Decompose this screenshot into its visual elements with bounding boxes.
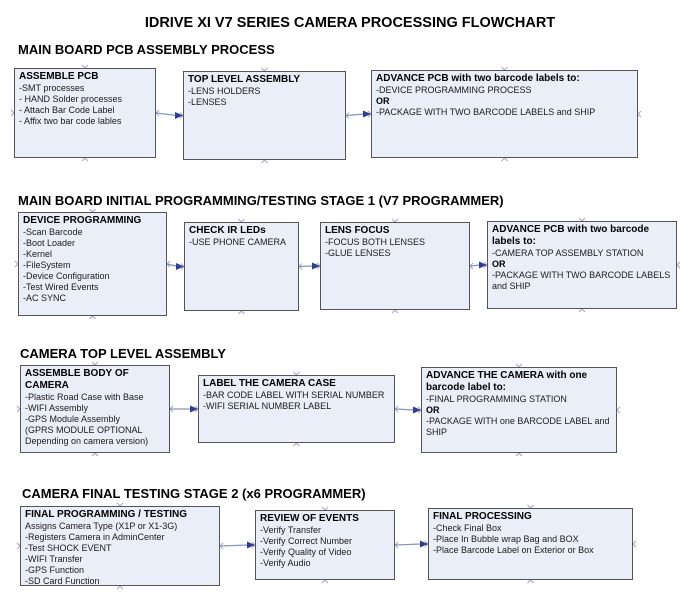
box-title-final-programming-testing: FINAL PROGRAMMING / TESTING bbox=[25, 509, 188, 520]
box-line: -Verify Transfer bbox=[260, 525, 322, 535]
box-line: -Place Barcode Label on Exterior or Box bbox=[433, 545, 594, 555]
box-title-assemble-pcb: ASSEMBLE PCB bbox=[19, 71, 99, 82]
box-line: -PACKAGE WITH one BARCODE LABEL and SHIP bbox=[426, 416, 610, 437]
flow-box-check-ir-leds: CHECK IR LEDs-USE PHONE CAMERA bbox=[184, 222, 299, 311]
box-line: -LENS HOLDERS bbox=[188, 86, 261, 96]
box-title-review-of-events: REVIEW OF EVENTS bbox=[260, 513, 359, 524]
box-line: -GPS Module Assembly bbox=[25, 414, 121, 424]
flow-box-final-processing: FINAL PROCESSING-Check Final Box-Place I… bbox=[428, 508, 633, 580]
box-title-lens-focus: LENS FOCUS bbox=[325, 225, 390, 236]
section-header-3: CAMERA TOP LEVEL ASSEMBLY bbox=[20, 346, 226, 361]
box-line: -Test Wired Events bbox=[23, 282, 99, 292]
flowchart-title: IDRIVE XI V7 SERIES CAMERA PROCESSING FL… bbox=[144, 15, 556, 31]
flow-box-review-of-events: REVIEW OF EVENTS-Verify Transfer-Verify … bbox=[255, 510, 395, 580]
flow-box-advance-pcb-stage1: ADVANCE PCB with two barcode labels to:-… bbox=[487, 221, 677, 309]
connector-arrow bbox=[394, 406, 421, 414]
box-line: -Scan Barcode bbox=[23, 227, 83, 237]
connector-arrow bbox=[394, 540, 428, 548]
box-line: - Affix two bar code lables bbox=[19, 116, 122, 126]
box-line: -Plastic Road Case with Base bbox=[25, 392, 144, 402]
box-line: -FINAL PROGRAMMING STATION bbox=[426, 394, 567, 404]
box-line: -GLUE LENSES bbox=[325, 248, 391, 258]
flow-box-lens-focus: LENS FOCUS-FOCUS BOTH LENSES-GLUE LENSES bbox=[320, 222, 470, 310]
box-line: -LENSES bbox=[188, 97, 227, 107]
box-line: -Verify Audio bbox=[260, 558, 311, 568]
box-line: -Check Final Box bbox=[433, 523, 502, 533]
box-title-top-level-assembly: TOP LEVEL ASSEMBLY bbox=[188, 74, 301, 85]
box-line: -CAMERA TOP ASSEMBLY STATION bbox=[492, 248, 644, 258]
flow-box-assemble-pcb: ASSEMBLE PCB-SMT processes- HAND Solder … bbox=[14, 68, 156, 158]
flow-box-advance-camera-one-label: ADVANCE THE CAMERA with one barcode labe… bbox=[421, 367, 617, 453]
connector-arrow bbox=[469, 261, 487, 269]
box-line: - Attach Bar Code Label bbox=[19, 105, 115, 115]
box-line: - HAND Solder processes bbox=[19, 94, 123, 104]
box-line: -DEVICE PROGRAMMING PROCESS bbox=[376, 85, 532, 95]
box-title-advance-pcb-two-labels: ADVANCE PCB with two barcode labels to: bbox=[376, 73, 580, 84]
section-header-2: MAIN BOARD INITIAL PROGRAMMING/TESTING S… bbox=[18, 193, 504, 208]
box-line: -Verify Quality of Video bbox=[260, 547, 352, 557]
box-line: (GPRS MODULE OPTIONAL Depending on camer… bbox=[25, 425, 149, 446]
section-header-4: CAMERA FINAL TESTING STAGE 2 (x6 PROGRAM… bbox=[22, 486, 366, 501]
box-line: -SD Card Function bbox=[25, 576, 100, 586]
box-line: Assigns Camera Type (X1P or X1-3G) bbox=[25, 521, 178, 531]
box-line: -WIFI Assembly bbox=[25, 403, 89, 413]
flow-box-label-camera-case: LABEL THE CAMERA CASE-BAR CODE LABEL WIT… bbox=[198, 375, 395, 443]
box-line: -AC SYNC bbox=[23, 293, 67, 303]
box-line: -SMT processes bbox=[19, 83, 85, 93]
box-line: OR bbox=[492, 259, 506, 269]
box-title-check-ir-leds: CHECK IR LEDs bbox=[189, 225, 266, 236]
box-title-advance-camera-one-label: ADVANCE THE CAMERA with one barcode labe… bbox=[426, 370, 588, 393]
box-line: -PACKAGE WITH TWO BARCODE LABELS and SHI… bbox=[492, 270, 671, 291]
box-line: OR bbox=[376, 96, 390, 106]
box-line: -WIFI SERIAL NUMBER LABEL bbox=[203, 401, 332, 411]
flow-box-device-programming: DEVICE PROGRAMMING-Scan Barcode-Boot Loa… bbox=[18, 212, 167, 316]
connector-arrow bbox=[219, 541, 255, 549]
box-title-assemble-body-of-camera: ASSEMBLE BODY OF CAMERA bbox=[25, 368, 129, 391]
flow-box-assemble-body-of-camera: ASSEMBLE BODY OF CAMERA-Plastic Road Cas… bbox=[20, 365, 170, 453]
connector-arrow bbox=[345, 110, 371, 118]
box-title-label-camera-case: LABEL THE CAMERA CASE bbox=[203, 378, 336, 389]
box-line: -GPS Function bbox=[25, 565, 85, 575]
box-line: -Verify Correct Number bbox=[260, 536, 353, 546]
box-title-advance-pcb-stage1: ADVANCE PCB with two barcode labels to: bbox=[492, 224, 650, 247]
box-title-device-programming: DEVICE PROGRAMMING bbox=[23, 215, 142, 226]
box-line: -Device Configuration bbox=[23, 271, 110, 281]
box-line: -Boot Loader bbox=[23, 238, 76, 248]
connector-arrow bbox=[155, 112, 183, 119]
connector-arrow bbox=[166, 263, 184, 270]
connector-arrow bbox=[298, 262, 320, 270]
flow-box-advance-pcb-two-labels: ADVANCE PCB with two barcode labels to:-… bbox=[371, 70, 638, 158]
box-line: OR bbox=[426, 405, 440, 415]
connector-arrow bbox=[170, 405, 198, 413]
box-line: -Kernel bbox=[23, 249, 53, 259]
flow-box-top-level-assembly: TOP LEVEL ASSEMBLY-LENS HOLDERS-LENSES bbox=[183, 71, 346, 160]
box-line: -FOCUS BOTH LENSES bbox=[325, 237, 426, 247]
box-title-final-processing: FINAL PROCESSING bbox=[433, 511, 532, 522]
box-line: -USE PHONE CAMERA bbox=[189, 237, 287, 247]
box-line: -PACKAGE WITH TWO BARCODE LABELS and SHI… bbox=[376, 107, 596, 117]
section-header-1: MAIN BOARD PCB ASSEMBLY PROCESS bbox=[18, 42, 275, 57]
box-line: -Place In Bubble wrap Bag and BOX bbox=[433, 534, 579, 544]
box-line: -Registers Camera in AdminCenter bbox=[25, 532, 165, 542]
box-line: -WIFI Transfer bbox=[25, 554, 83, 564]
box-line: -FileSystem bbox=[23, 260, 71, 270]
box-line: -BAR CODE LABEL WITH SERIAL NUMBER bbox=[203, 390, 385, 400]
box-line: -Test SHOCK EVENT bbox=[25, 543, 112, 553]
